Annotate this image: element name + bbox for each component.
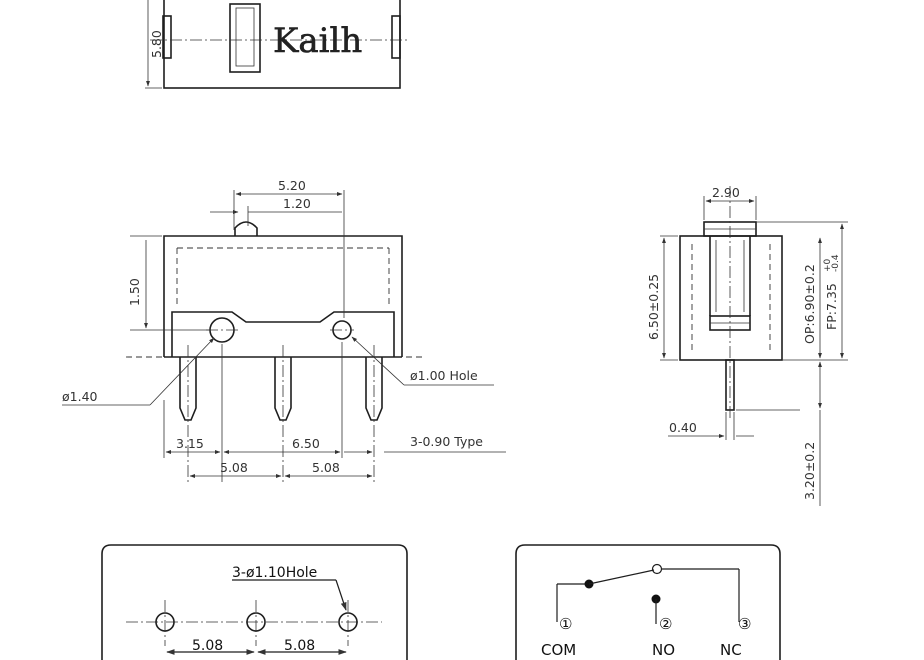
schematic-frame (515, 544, 781, 660)
dim-0-40: 0.40 (669, 420, 697, 435)
dim-fp-tol-lower: -0.4 (831, 254, 841, 272)
pin-name-no: NO (652, 641, 675, 659)
pin-name-com: COM (541, 641, 576, 659)
dim-op: OP:6.90±0.2 (802, 264, 817, 344)
switch-lever (588, 569, 655, 585)
pcb-hole-2 (246, 612, 266, 632)
dim-body-height: 6.50±0.25 (646, 274, 661, 340)
terminal-plate (171, 311, 395, 357)
dim-pitch-b: 5.08 (312, 460, 340, 475)
dim-2-90: 2.90 (712, 185, 740, 200)
front-view-body (163, 235, 403, 357)
dim-pitch-a: 5.08 (220, 460, 248, 475)
side-view: 2.90 6.50±0.25 OP:6.90±0.2 FP:7.35 +0 -0… (646, 185, 848, 506)
top-view-actuator-outer (229, 3, 261, 73)
dim-pin-type: 3-0.90 Type (410, 434, 483, 449)
dim-5-20: 5.20 (278, 178, 306, 193)
top-view-right-slot (391, 15, 401, 59)
leader-line (351, 336, 405, 386)
pin-name-nc: NC (720, 641, 742, 659)
pcb-hole-3 (338, 612, 358, 632)
dim-6-50: 6.50 (292, 436, 320, 451)
dim-1-50: 1.50 (127, 278, 142, 306)
pcb-pitch-b: 5.08 (284, 638, 315, 654)
dim-1-20: 1.20 (283, 196, 311, 211)
pin-num-no: ② (659, 615, 672, 633)
front-view: 5.20 1.20 1.50 ø1.40 ø1.00 Hole 3.15 6.5… (62, 178, 506, 482)
pcb-hole-1 (155, 612, 175, 632)
pcb-layout-frame (101, 544, 408, 660)
pcb-hole-label: 3-ø1.10Hole (232, 565, 317, 581)
dim-fp: FP:7.35 (824, 283, 839, 330)
pin-num-com: ① (559, 615, 572, 633)
side-view-body (679, 235, 783, 361)
dim-3-15: 3.15 (176, 436, 204, 451)
top-view: Kailh 5.80 (145, 0, 410, 89)
dim-hole-dia: ø1.00 Hole (410, 368, 478, 383)
pcb-leader-line (335, 579, 347, 611)
leader-line (149, 337, 215, 406)
schematic: ① ② ③ COM NO NC (515, 544, 781, 660)
pin-num-nc: ③ (738, 615, 751, 633)
pcb-pitch-a: 5.08 (192, 638, 223, 654)
actuator-plunger (234, 221, 258, 236)
top-view-actuator-inner (235, 7, 255, 67)
dim-pin-length: 3.20±0.2 (802, 442, 817, 500)
pcb-layout: 3-ø1.10Hole 5.08 5.08 (101, 544, 408, 660)
brand-logo: Kailh (273, 21, 362, 61)
nc-contact (651, 563, 663, 575)
top-view-left-slot (162, 15, 172, 59)
dim-pin-dia: ø1.40 (62, 389, 98, 404)
top-view-height-dim: 5.80 (149, 30, 164, 58)
dim-fp-tol-upper: +0 (823, 258, 833, 272)
